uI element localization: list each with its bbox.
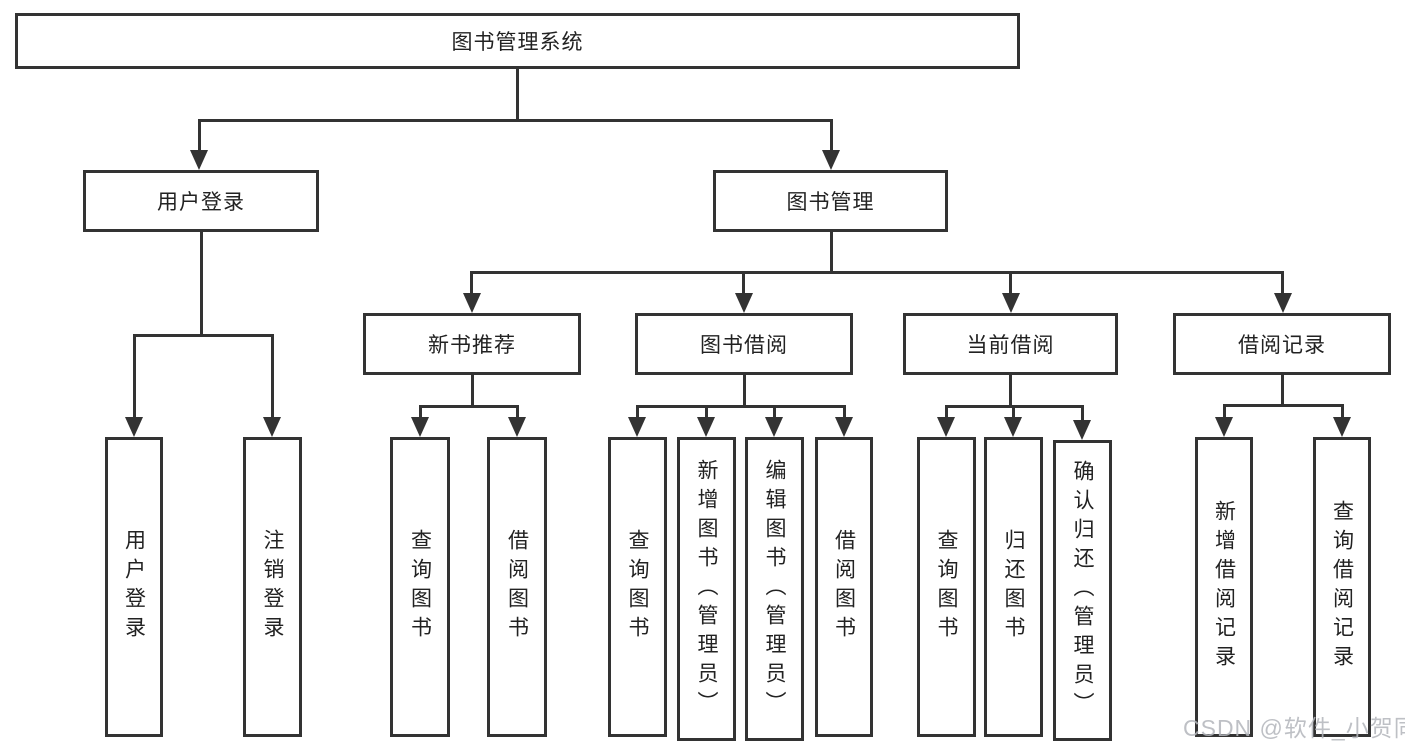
connector-borrow-records-split bbox=[1223, 404, 1343, 407]
arrowhead-current-borrow bbox=[1002, 293, 1020, 313]
node-leaf-query-books-1-label: 查询图书 bbox=[408, 529, 432, 645]
node-borrow-records-label: 借阅记录 bbox=[1238, 334, 1326, 357]
node-leaf-add-borrow-record: 新增借阅记录 bbox=[1195, 437, 1253, 737]
node-book-management-label: 图书管理 bbox=[786, 191, 875, 214]
connector-drop-user-login bbox=[198, 119, 201, 152]
node-leaf-edit-book-admin-label: 编辑图书（管理员） bbox=[763, 458, 786, 720]
arrowhead-d3 bbox=[1073, 420, 1091, 440]
arrowhead-c3 bbox=[765, 417, 783, 437]
node-leaf-query-books-3-label: 查询图书 bbox=[935, 529, 958, 645]
connector-l3-split bbox=[470, 271, 1284, 274]
node-book-borrow: 图书借阅 bbox=[635, 313, 853, 375]
node-leaf-edit-book-admin: 编辑图书（管理员） bbox=[745, 437, 804, 741]
arrowhead-c1 bbox=[628, 417, 646, 437]
node-new-book-recommend-label: 新书推荐 bbox=[428, 334, 516, 357]
node-current-borrow-label: 当前借阅 bbox=[966, 334, 1055, 357]
node-leaf-add-book-admin: 新增图书（管理员） bbox=[677, 437, 736, 741]
connector-drop-e1 bbox=[1223, 404, 1226, 420]
arrowhead-d1 bbox=[937, 417, 955, 437]
arrowhead-e1 bbox=[1215, 417, 1233, 437]
node-root: 图书管理系统 bbox=[15, 13, 1020, 69]
connector-l1-split bbox=[198, 119, 833, 122]
arrowhead-new-book-rec bbox=[463, 293, 481, 313]
node-book-borrow-label: 图书借阅 bbox=[700, 334, 788, 357]
arrowhead-e2 bbox=[1333, 417, 1351, 437]
node-leaf-borrow-books-1-label: 借阅图书 bbox=[505, 529, 529, 645]
connector-drop-leaf-login bbox=[133, 334, 136, 420]
node-leaf-logout: 注销登录 bbox=[243, 437, 302, 737]
connector-drop-d2 bbox=[1012, 405, 1015, 420]
connector-drop-c4 bbox=[843, 405, 846, 420]
connector-drop-e2 bbox=[1341, 404, 1344, 420]
arrowhead-borrow-records bbox=[1274, 293, 1292, 313]
connector-user-login-split bbox=[133, 334, 274, 337]
arrowhead-b1 bbox=[411, 417, 429, 437]
node-leaf-borrow-books-2-label: 借阅图书 bbox=[832, 529, 856, 645]
connector-drop-book-borrow bbox=[742, 271, 745, 296]
node-leaf-borrow-books-2: 借阅图书 bbox=[815, 437, 873, 737]
arrowhead-book-mgmt bbox=[822, 150, 840, 170]
connector-drop-book-mgmt bbox=[830, 119, 833, 152]
node-leaf-add-book-admin-label: 新增图书（管理员） bbox=[695, 458, 718, 720]
connector-drop-c3 bbox=[773, 405, 776, 420]
node-leaf-borrow-books-1: 借阅图书 bbox=[487, 437, 547, 737]
node-leaf-user-login-label: 用户登录 bbox=[122, 529, 146, 645]
connector-user-login-stem bbox=[200, 232, 203, 337]
connector-borrow-records-stem bbox=[1281, 375, 1284, 407]
arrowhead-user-login bbox=[190, 150, 208, 170]
connector-book-mgmt-stem bbox=[830, 232, 833, 274]
node-leaf-query-books-3: 查询图书 bbox=[917, 437, 976, 737]
arrowhead-d2 bbox=[1004, 417, 1022, 437]
connector-book-borrow-split bbox=[636, 405, 845, 408]
node-leaf-return-books-label: 归还图书 bbox=[1002, 529, 1025, 645]
arrowhead-b2 bbox=[508, 417, 526, 437]
connector-drop-c1 bbox=[636, 405, 639, 420]
connector-drop-d3 bbox=[1081, 405, 1084, 423]
connector-drop-c2 bbox=[705, 405, 708, 420]
connector-current-borrow-stem bbox=[1009, 375, 1012, 408]
node-root-label: 图书管理系统 bbox=[451, 31, 584, 54]
node-leaf-query-borrow-record-label: 查询借阅记录 bbox=[1330, 500, 1354, 674]
connector-new-book-rec-stem bbox=[471, 375, 474, 408]
arrowhead-book-borrow bbox=[735, 293, 753, 313]
node-current-borrow: 当前借阅 bbox=[903, 313, 1118, 375]
node-leaf-query-books-2-label: 查询图书 bbox=[626, 529, 649, 645]
connector-root-stem bbox=[516, 69, 519, 122]
node-leaf-query-borrow-record: 查询借阅记录 bbox=[1313, 437, 1371, 737]
node-leaf-logout-label: 注销登录 bbox=[261, 529, 284, 645]
node-leaf-add-borrow-record-label: 新增借阅记录 bbox=[1212, 500, 1236, 674]
node-leaf-confirm-return-admin-label: 确认归还（管理员） bbox=[1071, 460, 1094, 721]
node-leaf-query-books-2: 查询图书 bbox=[608, 437, 667, 737]
connector-drop-current-borrow bbox=[1009, 271, 1012, 296]
node-leaf-confirm-return-admin: 确认归还（管理员） bbox=[1053, 440, 1112, 741]
connector-drop-borrow-records bbox=[1281, 271, 1284, 296]
node-leaf-return-books: 归还图书 bbox=[984, 437, 1043, 737]
connector-book-borrow-stem bbox=[743, 375, 746, 408]
node-user-login-label: 用户登录 bbox=[157, 191, 245, 214]
node-book-management: 图书管理 bbox=[713, 170, 948, 232]
arrowhead-c4 bbox=[835, 417, 853, 437]
node-new-book-recommend: 新书推荐 bbox=[363, 313, 581, 375]
connector-drop-b2 bbox=[516, 405, 519, 420]
arrowhead-leaf-logout bbox=[263, 417, 281, 437]
node-leaf-user-login: 用户登录 bbox=[105, 437, 163, 737]
connector-drop-b1 bbox=[419, 405, 422, 420]
connector-drop-leaf-logout bbox=[271, 334, 274, 420]
node-borrow-records: 借阅记录 bbox=[1173, 313, 1391, 375]
arrowhead-c2 bbox=[697, 417, 715, 437]
connector-new-book-rec-split bbox=[419, 405, 519, 408]
node-leaf-query-books-1: 查询图书 bbox=[390, 437, 450, 737]
arrowhead-leaf-login bbox=[125, 417, 143, 437]
node-user-login: 用户登录 bbox=[83, 170, 319, 232]
connector-drop-d1 bbox=[945, 405, 948, 420]
connector-drop-new-book-rec bbox=[470, 271, 473, 296]
